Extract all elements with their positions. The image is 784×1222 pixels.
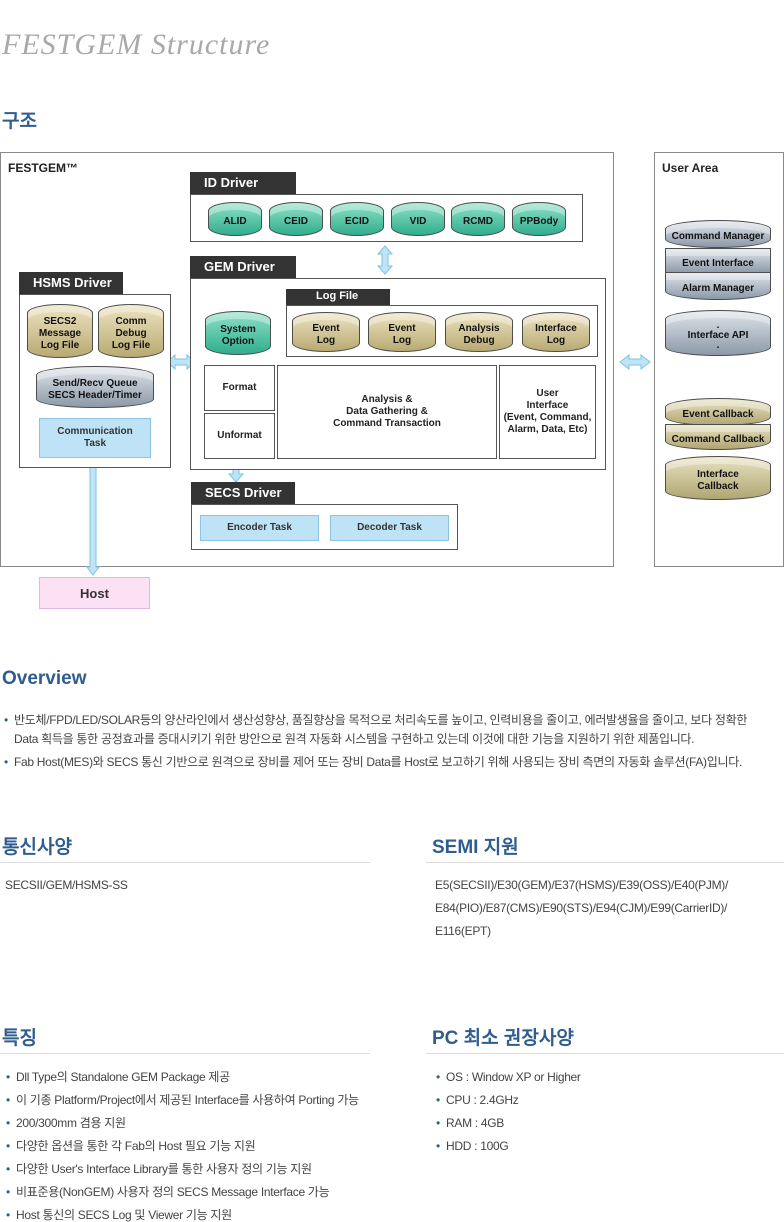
id-item-rcmd: RCMD: [451, 202, 505, 236]
comm-debug-log-file: Comm Debug Log File: [98, 304, 164, 358]
interface-callback: Interface Callback: [665, 456, 771, 500]
command-manager: Command Manager: [665, 220, 771, 248]
log-file-title: Log File: [286, 289, 390, 305]
overview-item: 반도체/FPD/LED/SOLAR등의 양산라인에서 생산성향상, 품질향상을 …: [2, 711, 772, 749]
semi-heading: SEMI 지원: [432, 837, 519, 858]
feature-item: 다양한 옵션을 통한 각 Fab의 Host 필요 기능 지원: [4, 1137, 384, 1160]
interface-api: . Interface API .: [665, 310, 771, 356]
log-event-1: Event Log: [292, 312, 360, 352]
event-callback: Event Callback: [665, 398, 771, 426]
features-heading: 특징: [2, 1028, 37, 1049]
id-item-ecid: ECID: [330, 202, 384, 236]
semi-line: E84(PIO)/E87(CMS)/E90(STS)/E94(CJM)/E99(…: [435, 901, 728, 915]
page-title: FESTGEM Structure: [2, 28, 271, 61]
pc-spec-item: RAM : 4GB: [434, 1114, 774, 1137]
encoder-task: Encoder Task: [200, 515, 319, 541]
comm-spec-heading: 통신사양: [2, 837, 72, 858]
structure-heading: 구조: [2, 111, 37, 132]
features-divider: [0, 1053, 370, 1054]
event-interface: Event Interface: [665, 248, 771, 274]
feature-item: 비표준용(NonGEM) 사용자 정의 SECS Message Interfa…: [4, 1183, 384, 1206]
semi-divider: [426, 862, 784, 863]
user-interface-cell: User Interface (Event, Command, Alarm, D…: [499, 365, 596, 459]
pc-spec-list: OS : Window XP or Higher CPU : 2.4GHz RA…: [434, 1068, 774, 1160]
features-list: Dll Type의 Standalone GEM Package 제공 이 기종…: [4, 1068, 384, 1222]
format-cell: Format: [204, 365, 275, 411]
user-area-label: User Area: [662, 161, 719, 175]
id-item-ppbody: PPBody: [512, 202, 566, 236]
secs2-log-file: SECS2 Message Log File: [27, 304, 93, 358]
semi-line: E5(SECSII)/E30(GEM)/E37(HSMS)/E39(OSS)/E…: [435, 878, 729, 892]
semi-text: E5(SECSII)/E30(GEM)/E37(HSMS)/E39(OSS)/E…: [435, 874, 780, 943]
gem-driver-title: GEM Driver: [190, 256, 296, 278]
log-interface: Interface Log: [522, 312, 590, 352]
id-item-ceid: CEID: [269, 202, 323, 236]
pc-spec-item: HDD : 100G: [434, 1137, 774, 1160]
unformat-cell: Unformat: [204, 413, 275, 459]
hsms-driver-title: HSMS Driver: [19, 272, 123, 294]
send-recv-queue: Send/Recv Queue SECS Header/Timer: [36, 366, 154, 408]
log-file-panel: Event Log Event Log Analysis Debug Inter…: [286, 305, 598, 357]
feature-item: Dll Type의 Standalone GEM Package 제공: [4, 1068, 384, 1091]
feature-item: 이 기종 Platform/Project에서 제공된 Interface를 사…: [4, 1091, 384, 1114]
command-callback: Command Callback: [665, 424, 771, 450]
host-box: Host: [39, 577, 150, 609]
id-item-vid: VID: [391, 202, 445, 236]
secs-driver-title: SECS Driver: [191, 482, 295, 504]
feature-item: 200/300mm 겸용 지원: [4, 1114, 384, 1137]
feature-item: Host 통신의 SECS Log 및 Viewer 기능 지원: [4, 1206, 384, 1222]
overview-heading: Overview: [2, 668, 87, 689]
pc-spec-item: CPU : 2.4GHz: [434, 1091, 774, 1114]
analysis-cell: Analysis & Data Gathering & Command Tran…: [277, 365, 497, 459]
overview-list: 반도체/FPD/LED/SOLAR등의 양산라인에서 생산성향상, 품질향상을 …: [2, 711, 772, 776]
communication-task: Communication Task: [39, 418, 151, 458]
id-driver-title: ID Driver: [190, 172, 296, 194]
hsms-driver-panel: SECS2 Message Log File Comm Debug Log Fi…: [19, 294, 171, 468]
system-option: System Option: [205, 311, 271, 355]
alarm-manager: Alarm Manager: [665, 272, 771, 300]
decoder-task: Decoder Task: [330, 515, 449, 541]
comm-spec-divider: [0, 862, 370, 863]
overview-item: Fab Host(MES)와 SECS 통신 기반으로 원격으로 장비를 제어 …: [2, 753, 772, 772]
structure-diagram: FESTGEM™ User Area ID Driver ALID CEID E…: [0, 152, 784, 612]
pc-spec-divider: [426, 1053, 784, 1054]
feature-item: 다양한 User's Interface Library를 통한 사용자 정의 …: [4, 1160, 384, 1183]
log-analysis-debug: Analysis Debug: [445, 312, 513, 352]
semi-line: E116(EPT): [435, 924, 491, 938]
comm-spec-text: SECSII/GEM/HSMS-SS: [5, 878, 128, 892]
secs-driver-panel: Encoder Task Decoder Task: [191, 504, 458, 550]
arrow-id-gem: [376, 245, 394, 275]
gem-driver-panel: System Option Log File Event Log Event L…: [190, 278, 606, 470]
id-driver-panel: ALID CEID ECID VID RCMD PPBody: [190, 194, 583, 242]
log-event-2: Event Log: [368, 312, 436, 352]
arrow-festgem-user: [619, 353, 651, 371]
arrow-comm-host: [86, 456, 100, 576]
pc-spec-item: OS : Window XP or Higher: [434, 1068, 774, 1091]
id-item-alid: ALID: [208, 202, 262, 236]
festgem-label: FESTGEM™: [8, 161, 79, 175]
pc-spec-heading: PC 최소 권장사양: [432, 1028, 574, 1049]
